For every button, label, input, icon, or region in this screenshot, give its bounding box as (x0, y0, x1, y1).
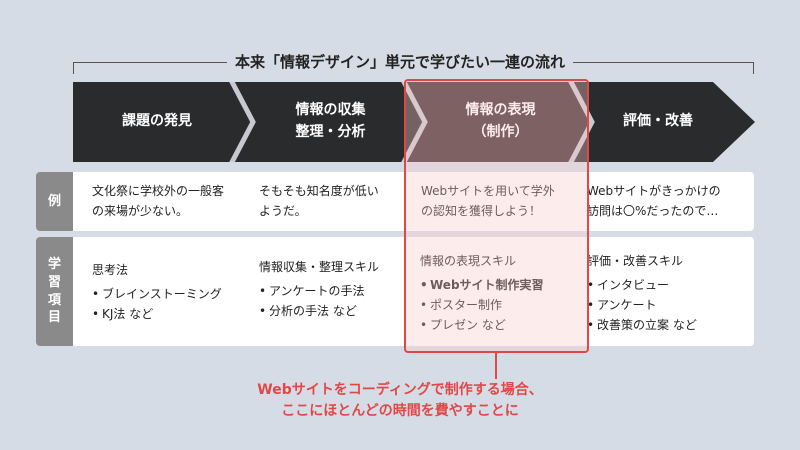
list-item: アンケートの手法 (259, 281, 379, 301)
list-item: 分析の手法 など (259, 301, 379, 321)
list-item: ポスター制作 (420, 295, 544, 315)
learning-list: インタビュー アンケート 改善策の立案 など (587, 275, 697, 335)
learning-heading: 情報の表現スキル (420, 254, 517, 268)
learning-cell-3: 情報の表現スキル Webサイト制作実習 ポスター制作 プレゼン など (420, 251, 544, 335)
step-information-collection: 情報の収集 整理・分析 (295, 102, 366, 140)
learning-list: アンケートの手法 分析の手法 など (259, 281, 379, 321)
diagram-title: 本来「情報デザイン」単元で学びたい一連の流れ (0, 51, 800, 72)
list-item: インタビュー (587, 275, 697, 295)
callout-connector (495, 353, 497, 379)
example-cell-3: Webサイトを用いて学外 の認知を獲得しよう！ (421, 184, 555, 218)
learning-heading: 情報収集・整理スキル (259, 260, 380, 274)
learning-cell-2: 情報収集・整理スキル アンケートの手法 分析の手法 など (259, 257, 379, 321)
example-cell-1: 文化祭に学校外の一般客 の来場が少ない。 (92, 184, 225, 218)
learning-heading: 思考法 (92, 263, 129, 277)
step-problem-discovery: 課題の発見 (122, 113, 192, 130)
example-row: 例 文化祭に学校外の一般客 の来場が少ない。 そもそも知名度が低い ようだ。 W… (36, 172, 754, 231)
learning-items-row: 学 習 項 目 思考法 ブレインストーミング KJ法 など 情報収集・整理スキル… (36, 237, 754, 346)
example-row-label: 例 (36, 172, 73, 231)
step-evaluation-improvement: 評価・改善 (623, 113, 693, 130)
list-item: ブレインストーミング (92, 284, 222, 304)
learning-heading: 評価・改善スキル (587, 254, 684, 268)
learning-items-row-label: 学 習 項 目 (36, 237, 73, 346)
callout-annotation: Webサイトをコーディングで制作する場合、 ここにほとんどの時間を費やすことに (257, 382, 543, 419)
example-cell-4: Webサイトがきっかけの 訪問は〇%だったので… (587, 184, 721, 218)
step-information-expression: 情報の表現 （制作） (465, 102, 536, 140)
process-flow: 課題の発見 情報の収集 整理・分析 情報の表現 （制作） 評価・改善 (73, 82, 755, 162)
example-cell-2: そもそも知名度が低い ようだ。 (259, 184, 379, 218)
list-item: アンケート (587, 295, 697, 315)
list-item: 改善策の立案 など (587, 315, 697, 335)
list-item: KJ法 など (92, 304, 222, 324)
list-item: プレゼン など (420, 315, 544, 335)
learning-cell-1: 思考法 ブレインストーミング KJ法 など (92, 260, 222, 324)
list-item: Webサイト制作実習 (420, 275, 544, 295)
learning-list: ブレインストーミング KJ法 など (92, 284, 222, 324)
process-chevrons (73, 82, 755, 162)
learning-cell-4: 評価・改善スキル インタビュー アンケート 改善策の立案 など (587, 251, 697, 335)
learning-list: Webサイト制作実習 ポスター制作 プレゼン など (420, 275, 544, 335)
